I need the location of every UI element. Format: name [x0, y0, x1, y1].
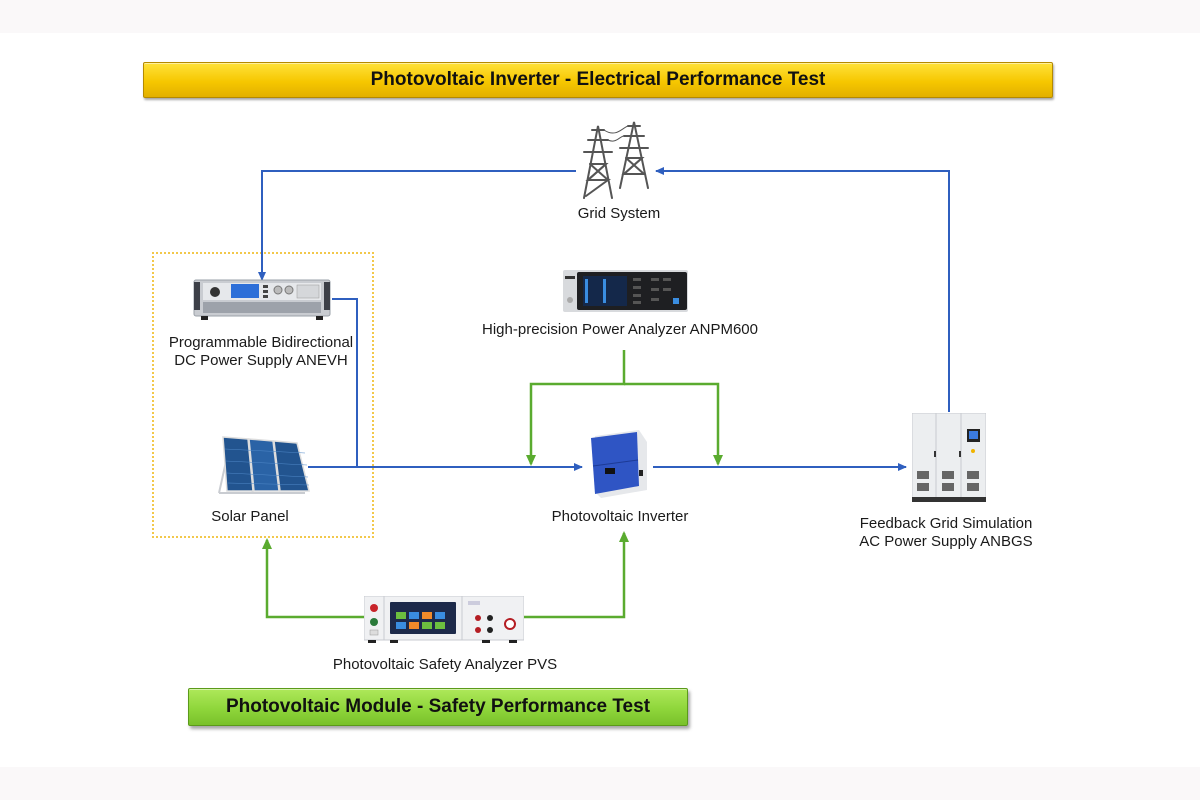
edge-analyzer-to-inverter-input — [526, 350, 626, 466]
power-analyzer-label: High-precision Power Analyzer ANPM600 — [482, 321, 758, 338]
transmission-tower-icon — [583, 121, 649, 199]
grid-system-label: Grid System — [577, 205, 661, 222]
safety-performance-test-banner: Photovoltaic Module - Safety Performance… — [188, 688, 688, 726]
edge-grid-to-dc-supply — [258, 170, 576, 281]
inverter-label: Photovoltaic Inverter — [551, 508, 689, 525]
top-margin-band — [0, 0, 1200, 33]
dc-power-supply-icon — [193, 279, 331, 321]
power-analyzer-icon — [563, 270, 688, 312]
edge-safety-to-inverter — [524, 531, 629, 619]
bottom-margin-band — [0, 767, 1200, 800]
ac-supply-label-line1: Feedback Grid Simulation — [859, 515, 1033, 532]
ac-power-cabinet-icon — [911, 412, 987, 503]
dc-supply-label-line1: Programmable Bidirectional — [168, 334, 354, 351]
safety-analyzer-icon — [363, 595, 525, 646]
edge-ac-supply-to-grid — [655, 167, 950, 412]
edge-analyzer-to-inverter-output — [624, 382, 723, 466]
edge-safety-to-solar — [262, 538, 364, 619]
electrical-performance-test-title: Photovoltaic Inverter - Electrical Perfo… — [370, 69, 826, 90]
safety-performance-test-title: Photovoltaic Module - Safety Performance… — [225, 696, 651, 717]
ac-supply-label-line2: AC Power Supply ANBGS — [859, 533, 1033, 550]
inverter-icon — [587, 430, 653, 500]
electrical-performance-test-banner: Photovoltaic Inverter - Electrical Perfo… — [143, 62, 1053, 98]
safety-analyzer-label: Photovoltaic Safety Analyzer PVS — [332, 656, 558, 673]
edge-dc-supply-to-bus — [332, 298, 358, 467]
solar-panel-icon — [213, 433, 313, 497]
dc-supply-label-line2: DC Power Supply ANEVH — [174, 352, 348, 369]
solar-panel-label: Solar Panel — [211, 508, 289, 525]
